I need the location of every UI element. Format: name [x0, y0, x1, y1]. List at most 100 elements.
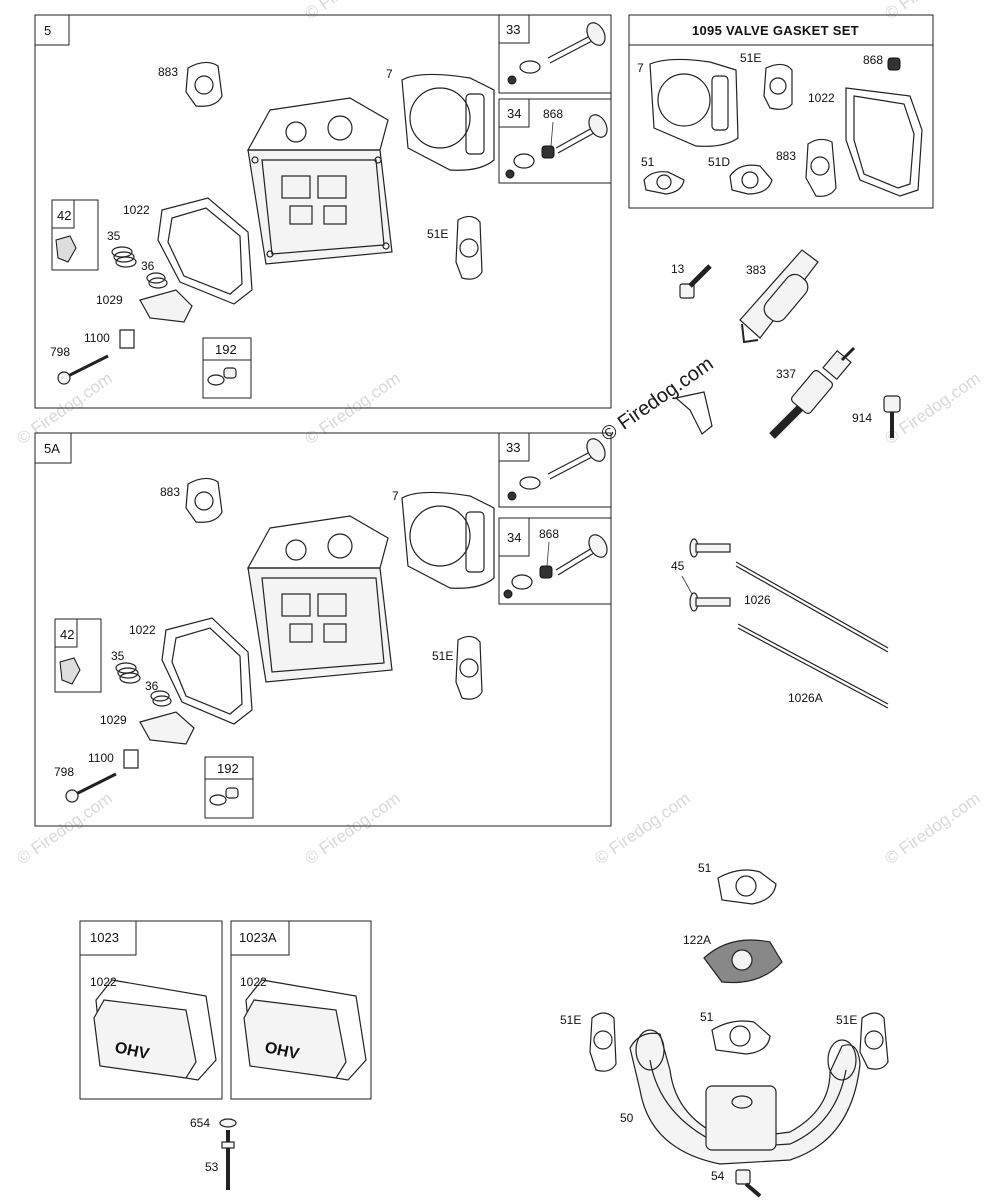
bracket-383 — [739, 249, 819, 344]
label-1100: 1100 — [84, 331, 110, 345]
ball-stud — [223, 367, 237, 379]
gasket-inner — [167, 207, 243, 295]
nut-192 — [207, 374, 225, 386]
label-33: 33 — [506, 440, 520, 455]
gasket-51 — [643, 171, 685, 195]
label-35: 35 — [107, 229, 121, 243]
panel-frame — [230, 920, 372, 1100]
label-1023: 1023 — [90, 930, 119, 945]
stud-head — [57, 371, 71, 385]
guide-plate-1100 — [123, 749, 139, 769]
nut-192 — [209, 794, 227, 806]
gasket-hole — [194, 491, 214, 511]
valve-box-33 — [498, 432, 612, 508]
label-1022: 1022 — [129, 623, 156, 637]
gasket-51E — [455, 635, 483, 700]
seal-868 — [887, 57, 901, 71]
loose-parts-right: 13 383 337 914 — [671, 249, 901, 709]
valve-spring-35 — [115, 662, 141, 684]
exhaust-valve — [507, 22, 606, 85]
cover-gasket-1022 — [245, 979, 367, 1081]
label-51E: 51E — [432, 649, 453, 663]
label-337: 337 — [776, 367, 796, 381]
label-1022: 1022 — [240, 975, 267, 989]
leader-line — [681, 575, 693, 595]
box-label-frame — [54, 618, 78, 648]
head-gasket-7 — [401, 73, 495, 171]
label-51: 51 — [641, 155, 655, 169]
label-192: 192 — [217, 761, 239, 776]
label-798: 798 — [54, 765, 74, 779]
label-1029: 1029 — [96, 293, 123, 307]
box-label-frame — [498, 517, 530, 557]
box-label-frame — [498, 14, 530, 44]
label-914: 914 — [852, 411, 872, 425]
rocker-arm-1029 — [139, 711, 195, 745]
label-51: 51 — [698, 861, 712, 875]
valve-spring-36 — [150, 690, 172, 707]
stud-798 — [63, 354, 109, 380]
nut-42 — [59, 657, 81, 685]
label-42: 42 — [57, 208, 71, 223]
label-868: 868 — [863, 53, 883, 67]
fitting — [674, 391, 713, 435]
watermark: © Firedog.com — [301, 0, 403, 23]
intake-valve — [503, 534, 608, 599]
panel-cylinder-head-5a: 5A 883 7 33 34 — [34, 432, 612, 827]
label-42: 42 — [60, 627, 74, 642]
label-7: 7 — [392, 489, 399, 503]
panel-number: 5 — [44, 23, 51, 38]
head-gasket-7 — [401, 491, 495, 589]
panel-title-box — [628, 14, 934, 46]
stud-head — [65, 789, 79, 803]
bolt-13 — [679, 264, 712, 299]
spark-plug-337 — [769, 346, 856, 439]
bore-ring — [409, 87, 471, 149]
panel-number-box — [34, 14, 70, 46]
box-label-frame — [204, 756, 254, 780]
label-654: 654 — [190, 1116, 210, 1130]
panel-frame — [34, 14, 612, 409]
cover-gasket-1022 — [95, 979, 217, 1081]
panel-frame — [34, 432, 612, 827]
panel-rocker-cover-1023a: 1023A 1022 OHV — [230, 920, 372, 1100]
rocker-cover-gasket-1022 — [161, 617, 253, 725]
box-label-frame — [498, 98, 530, 128]
label-383: 383 — [746, 263, 766, 277]
gasket-hole — [194, 75, 214, 95]
valve-box-34 — [498, 98, 612, 184]
label-883: 883 — [160, 485, 180, 499]
label-1029: 1029 — [100, 713, 127, 727]
label-54: 54 — [711, 1169, 725, 1183]
valve-spring-35 — [111, 246, 137, 268]
ball-stud — [225, 787, 239, 799]
label-798: 798 — [50, 345, 70, 359]
box-label-frame — [498, 432, 530, 462]
label-51E: 51E — [560, 1013, 581, 1027]
nut-654 — [219, 1118, 237, 1128]
label-1022: 1022 — [90, 975, 117, 989]
label-34: 34 — [507, 106, 521, 121]
gasket-hole — [735, 875, 757, 897]
valve-box-34 — [498, 517, 612, 605]
label-36: 36 — [141, 259, 155, 273]
gasket-883 — [805, 138, 837, 197]
guide-plate-1100 — [119, 329, 135, 349]
gasket-hole — [729, 1025, 751, 1047]
label-868: 868 — [539, 527, 559, 541]
stud-53-assembly — [219, 1118, 237, 1190]
box-label-frame — [202, 337, 252, 361]
gasket-51E — [859, 1012, 889, 1070]
gasket-hole — [769, 77, 787, 95]
gasket-hole — [459, 238, 479, 258]
label-51E: 51E — [836, 1013, 857, 1027]
gasket-set-title: 1095 VALVE GASKET SET — [692, 23, 859, 38]
gasket-51 — [717, 869, 777, 905]
label-868: 868 — [543, 107, 563, 121]
label-7: 7 — [637, 61, 644, 75]
bore-ring — [409, 505, 471, 567]
label-51D: 51D — [708, 155, 730, 169]
panel-number: 5A — [44, 441, 60, 456]
label-34: 34 — [507, 530, 521, 545]
watermark: © Firedog.com — [13, 789, 115, 869]
